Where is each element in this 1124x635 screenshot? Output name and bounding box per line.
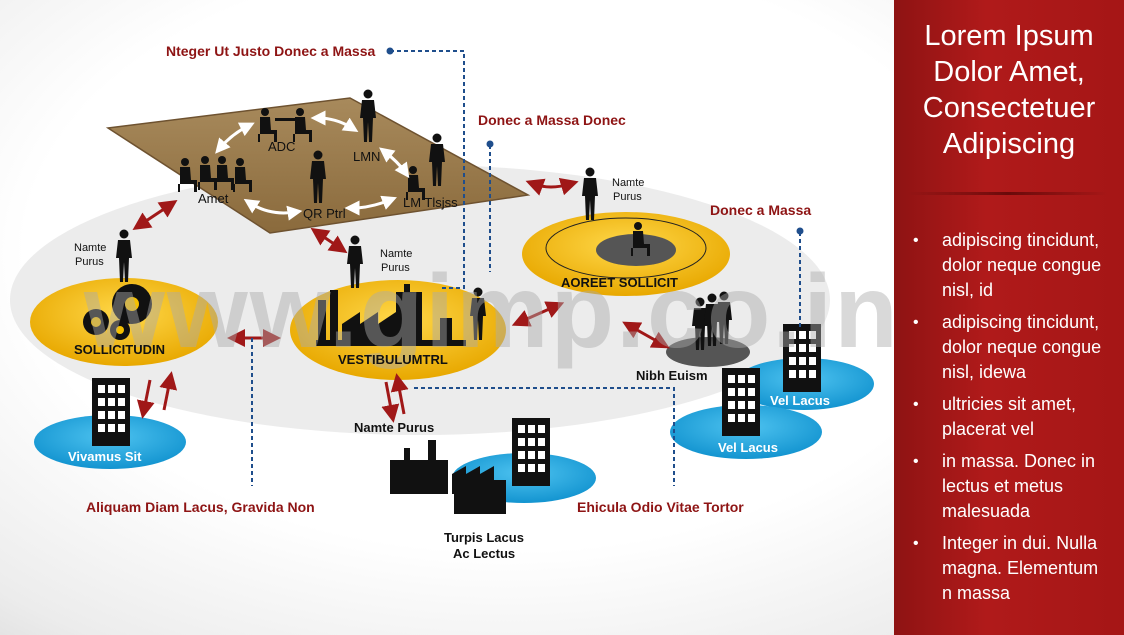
building-icon-vivamus — [92, 378, 130, 446]
label-turpis-line1: Turpis Lacus — [444, 530, 524, 545]
bullet-item: Integer in dui. Nulla magna. Elementum n… — [910, 531, 1110, 606]
panel-title-line: Lorem Ipsum — [924, 20, 1094, 52]
dotted-connectors — [251, 50, 801, 486]
label-vivamus: Vivamus Sit — [68, 449, 142, 464]
building-icon-turpis — [512, 418, 550, 486]
table-cycle-arrows — [215, 110, 410, 221]
nibh-platform — [666, 337, 750, 367]
factory-icon-turpis — [390, 440, 506, 514]
callout-aliquam: Aliquam Diam Lacus, Gravida Non — [86, 499, 315, 515]
table-label-amet: Amet — [198, 191, 229, 206]
label-turpis-line2: Ac Lectus — [453, 546, 515, 561]
diagram: ADC LMN Amet QR Ptrl LM Tlsjss — [10, 43, 894, 561]
aoreet-ring — [545, 217, 707, 279]
label-vel1: Vel Lacus — [770, 393, 830, 408]
table-label-lmn: LMN — [353, 149, 380, 164]
table-label-qr: QR Ptrl — [303, 206, 346, 221]
callout-donec-massa-donec: Donec a Massa Donec — [478, 112, 626, 128]
table-people — [178, 89, 445, 203]
panel-divider — [908, 192, 1108, 195]
label-vel2: Vel Lacus — [718, 440, 778, 455]
table-label-lm: LM Tlsjss — [403, 195, 458, 210]
aoreet-platform — [596, 234, 676, 266]
callout-ehicula: Ehicula Odio Vitae Tortor — [577, 499, 744, 515]
red-arrows — [132, 177, 670, 423]
bullet-item: adipiscing tincidunt, dolor neque congue… — [910, 228, 1110, 303]
panel-title-line: Adipiscing — [942, 128, 1076, 160]
label-aoreet: AOREET SOLLICIT — [561, 275, 678, 290]
panel-title: Lorem Ipsum Dolor Amet, Consectetuer Adi… — [894, 18, 1124, 162]
person-center-line2: Purus — [381, 262, 410, 274]
factory-icon — [316, 284, 466, 346]
bullet-item: adipiscing tincidunt, dolor neque congue… — [910, 310, 1110, 385]
person-right-line2: Purus — [613, 191, 642, 203]
panel-title-line: Consectetuer — [922, 92, 1096, 124]
callout-top: Nteger Ut Justo Donec a Massa — [166, 43, 375, 59]
watermark: www.gimp.co.in — [83, 254, 894, 370]
label-nibh: Nibh Euism — [636, 368, 708, 383]
person-right-line1: Namte — [612, 177, 644, 189]
bullet-list: adipiscing tincidunt, dolor neque congue… — [910, 228, 1110, 613]
label-vestibulum: VESTIBULUMTRL — [338, 352, 448, 367]
person-left-line2: Purus — [75, 256, 104, 268]
connector-dots — [386, 47, 804, 235]
label-sollicitudin: SOLLICITUDIN — [74, 342, 165, 357]
bullet-item: ultricies sit amet, placerat vel — [910, 392, 1110, 442]
label-namte-purus: Namte Purus — [354, 420, 434, 435]
bullet-item: in massa. Donec in lectus et metus males… — [910, 449, 1110, 524]
panel-title-line: Dolor Amet, — [933, 56, 1085, 88]
gears-icon — [83, 284, 152, 340]
building-icon-vel2 — [722, 368, 760, 436]
side-panel: Lorem Ipsum Dolor Amet, Consectetuer Adi… — [894, 0, 1124, 635]
person-center-line1: Namte — [380, 248, 412, 260]
callout-donec-massa: Donec a Massa — [710, 202, 811, 218]
table-label-adc: ADC — [268, 139, 295, 154]
person-left-line1: Namte — [74, 242, 106, 254]
